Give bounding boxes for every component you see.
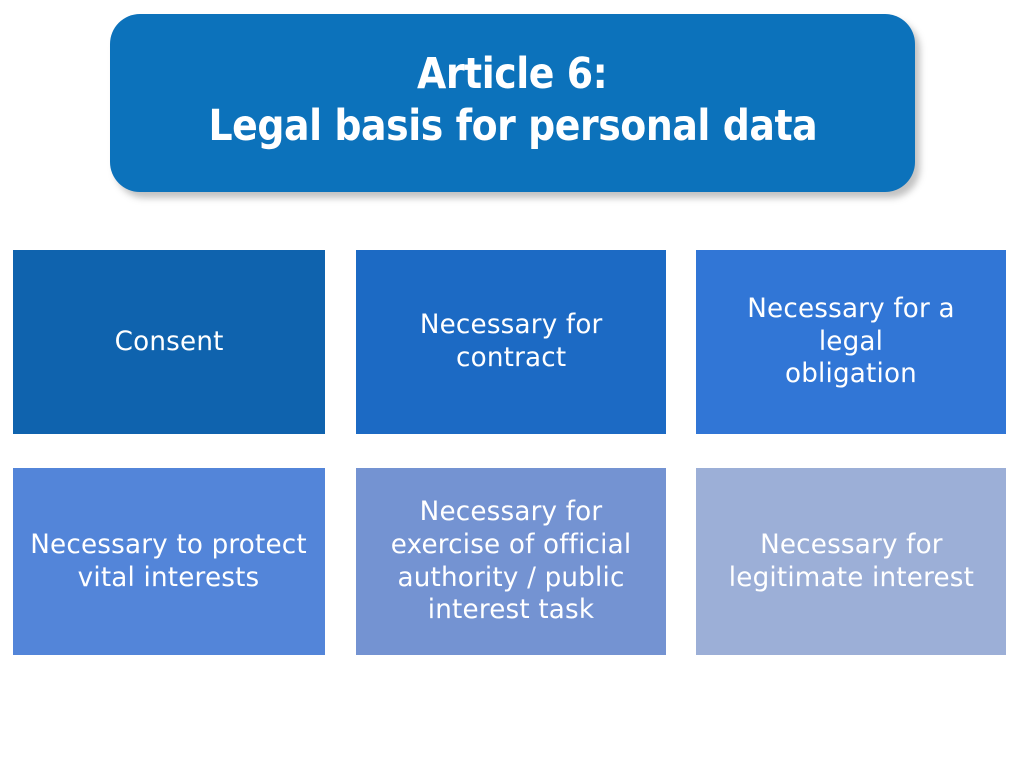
card-label: Consent — [114, 325, 224, 357]
card-label: Necessary for contract — [419, 309, 603, 373]
card-necessary-to-protect-vital-interests: Necessary to protect vital interests — [13, 468, 325, 655]
title-banner: Article 6: Legal basis for personal data — [110, 14, 915, 192]
card-label: Necessary to protect vital interests — [30, 528, 308, 593]
card-necessary-for-legal-obligation: Necessary for a legal obligation — [696, 250, 1006, 434]
card-necessary-for-contract: Necessary for contract — [356, 250, 666, 434]
title-line-primary: Article 6: — [417, 48, 608, 99]
card-label: Necessary for a legal obligation — [747, 293, 955, 390]
card-label: Necessary for legitimate interest — [728, 528, 974, 593]
title-line-secondary: Legal basis for personal data — [208, 101, 817, 151]
card-necessary-for-public-interest-task: Necessary for exercise of official autho… — [356, 468, 666, 655]
legal-basis-card-grid: Consent Necessary for contract Necessary… — [13, 250, 1006, 655]
card-consent: Consent — [13, 250, 325, 434]
card-necessary-for-legitimate-interest: Necessary for legitimate interest — [696, 468, 1006, 655]
card-label: Necessary for exercise of official autho… — [390, 496, 632, 626]
